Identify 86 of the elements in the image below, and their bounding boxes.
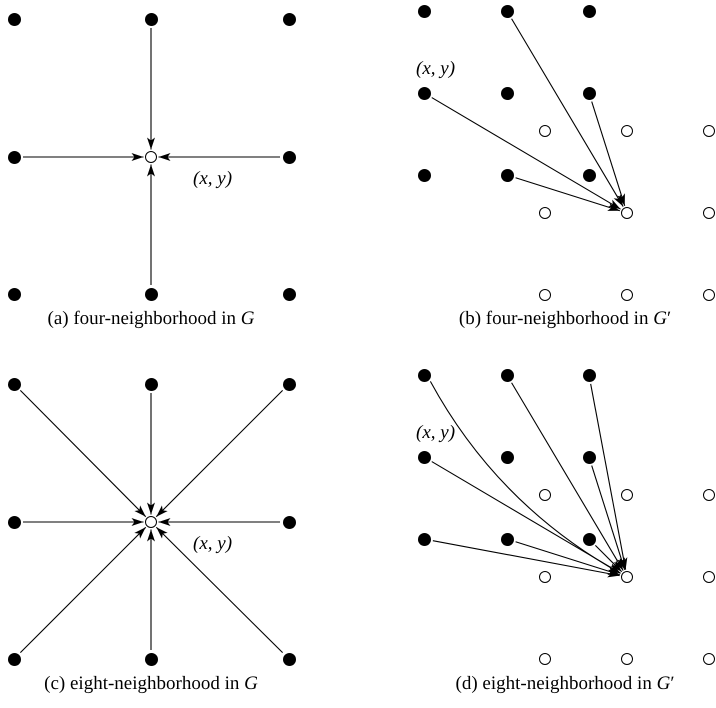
filled-dot (418, 86, 430, 100)
filled-dot (418, 532, 430, 546)
filled-dot (144, 378, 158, 390)
filled-dot (500, 532, 514, 546)
filled-dot (282, 12, 296, 26)
arrow (591, 101, 626, 206)
arrow (515, 541, 620, 576)
open-dot (539, 125, 551, 137)
arrow (515, 177, 620, 212)
open-dot (621, 653, 633, 665)
arrow (147, 28, 155, 150)
coordinate-label: (x, y) (416, 59, 456, 80)
filled-dot (282, 378, 296, 390)
arrow (23, 518, 144, 526)
filled-dot (144, 652, 158, 666)
open-dot (703, 653, 715, 665)
open-dot (703, 207, 715, 219)
filled-dot (500, 368, 514, 382)
coordinate-label: (x, y) (193, 534, 232, 555)
arrow (431, 97, 621, 210)
arrow (158, 153, 280, 161)
filled-dot (8, 652, 20, 666)
arrow (20, 390, 146, 518)
arrow (20, 526, 146, 654)
arrow (430, 381, 621, 574)
filled-dot (582, 168, 596, 182)
filled-dot (582, 532, 596, 546)
filled-dot (144, 288, 158, 300)
filled-dot (282, 516, 296, 528)
open-dot (539, 571, 551, 583)
filled-dot (582, 368, 596, 382)
filled-dot (418, 450, 430, 464)
panel-caption: (a) four-neighborhood in G (48, 309, 254, 330)
panel-caption: (b) four-neighborhood in G′ (458, 309, 672, 330)
filled-dot (8, 378, 20, 390)
open-dot (703, 571, 715, 583)
filled-dot (282, 288, 296, 300)
arrow (591, 465, 626, 570)
filled-dot (418, 4, 430, 18)
panel-caption: (d) eight-neighborhood in G′ (456, 674, 674, 695)
filled-dot (282, 652, 296, 666)
filled-dot (8, 288, 20, 300)
open-dot (703, 125, 715, 137)
open-dot (621, 125, 633, 137)
filled-dot (582, 450, 596, 464)
open-dot (145, 151, 157, 163)
arrow (147, 530, 155, 650)
arrow (431, 461, 621, 574)
filled-dot (282, 150, 296, 164)
filled-dot (582, 4, 596, 18)
filled-dot (8, 12, 20, 26)
filled-dot (500, 168, 514, 182)
filled-dot (418, 168, 430, 182)
panel-caption: (c) eight-neighborhood in G (44, 674, 258, 695)
arrow (147, 393, 155, 514)
open-dot (621, 289, 633, 301)
open-dot (539, 489, 551, 501)
arrow (147, 164, 155, 285)
arrow (158, 518, 280, 526)
arrow (156, 526, 283, 654)
filled-dot (8, 150, 20, 164)
open-dot (539, 289, 551, 301)
open-dot (539, 207, 551, 219)
open-dot (621, 571, 633, 583)
filled-dot (500, 450, 514, 464)
filled-dot (582, 86, 596, 100)
open-dot (539, 653, 551, 665)
open-dot (703, 489, 715, 501)
filled-dot (144, 12, 158, 26)
arrow (156, 390, 284, 518)
arrow (594, 544, 622, 572)
filled-dot (500, 86, 514, 100)
filled-dot (418, 368, 430, 382)
filled-dot (500, 4, 514, 18)
coordinate-label: (x, y) (193, 169, 232, 190)
filled-dot (8, 516, 20, 528)
arrow (590, 384, 628, 570)
open-dot (621, 207, 633, 219)
coordinate-label: (x, y) (416, 423, 456, 444)
arrow (511, 382, 624, 571)
arrow (23, 153, 144, 161)
open-dot (621, 489, 633, 501)
arrow (432, 540, 620, 578)
arrow (511, 18, 624, 207)
open-dot (703, 289, 715, 301)
open-dot (145, 516, 157, 528)
